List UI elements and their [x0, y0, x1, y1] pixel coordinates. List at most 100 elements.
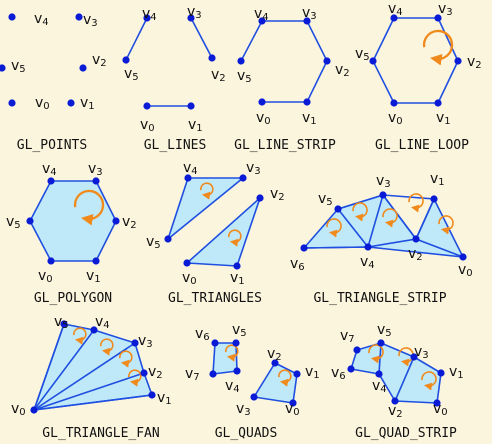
vertex-index: 2 [278, 192, 284, 203]
vertex-label: v5 [355, 46, 370, 63]
vertex-index: 0 [466, 268, 472, 279]
vertex-index: 0 [293, 407, 299, 418]
rotation-arrow-icon [382, 208, 398, 228]
vertex-dot [390, 14, 398, 22]
vertex-dot [164, 235, 172, 243]
vertex-letter: v [35, 95, 43, 111]
line-segment [190, 17, 213, 59]
triangle-strip-edges [303, 193, 464, 258]
vertex-letter: v [232, 322, 240, 338]
vertex-index: 1 [196, 123, 202, 134]
vertex-letter: v [188, 117, 196, 133]
vertex-dot [26, 217, 34, 225]
vertex-label: v5 [232, 322, 247, 339]
vertex-label: v1 [157, 390, 172, 407]
vertex-letter: v [187, 4, 195, 20]
vertex-dot [334, 205, 342, 213]
vertex-dot [412, 235, 420, 243]
vertex-dot [258, 17, 266, 25]
vertex-letter: v [302, 110, 310, 126]
vertex-index: 5 [385, 328, 391, 339]
vertex-dot [143, 14, 151, 22]
vertex-label: v2 [388, 403, 403, 420]
vertex-letter: v [372, 378, 380, 394]
vertex-dot [233, 262, 241, 270]
vertex-index: 2 [100, 58, 106, 69]
vertex-label: v3 [83, 12, 98, 29]
vertex-dot [377, 339, 385, 347]
vertex-letter: v [6, 214, 14, 230]
vertex-index: 0 [264, 116, 270, 127]
vertex-letter: v [360, 254, 368, 270]
vertex-label: v4 [225, 378, 240, 395]
vertex-letter: v [124, 66, 132, 82]
vertex-label: v2 [335, 62, 350, 79]
vertex-letter: v [225, 378, 233, 394]
vertex-letter: v [236, 401, 244, 417]
vertex-letter: v [438, 1, 446, 17]
vertex-dot [60, 320, 68, 328]
vertex-label: v4 [42, 161, 57, 178]
primitive-title: GL_TRIANGLE_STRIP [313, 291, 446, 306]
vertex-letter: v [83, 12, 91, 28]
vertex-dot [410, 353, 418, 361]
vertex-index: 0 [43, 101, 49, 112]
quad-face [253, 362, 298, 404]
vertex-dot [8, 13, 16, 21]
vertex-label: v1 [449, 364, 464, 381]
vertex-label: v3 [302, 5, 317, 22]
vertex-index: 4 [191, 166, 197, 177]
vertex-letter: v [388, 1, 396, 17]
vertex-letter: v [182, 270, 190, 286]
vertex-letter: v [54, 314, 62, 330]
vertex-dot [454, 57, 462, 65]
fan-edge [33, 329, 95, 411]
vertex-dot [79, 64, 87, 72]
vertex-index: 6 [339, 371, 345, 382]
triangle-face [186, 197, 261, 267]
vertex-index: 4 [396, 7, 402, 18]
rotation-arrow-icon [228, 229, 242, 247]
vertex-letter: v [88, 161, 96, 177]
vertex-index: 0 [441, 407, 447, 418]
vertex-dot [92, 177, 100, 185]
vertex-dot [239, 174, 247, 182]
vertex-index: 4 [262, 12, 268, 23]
vertex-dot [211, 339, 219, 347]
vertex-index: 6 [298, 262, 304, 273]
vertex-index: 5 [245, 74, 251, 85]
vertex-dot [369, 57, 377, 65]
vertex-label: v2 [211, 67, 226, 84]
vertex-letter: v [237, 68, 245, 84]
vertex-label: v5 [318, 191, 333, 208]
vertex-index: 0 [19, 407, 25, 418]
vertex-index: 4 [150, 12, 156, 23]
vertex-label: v5 [11, 58, 26, 75]
vertex-dot [293, 370, 301, 378]
vertex-label: v2 [92, 52, 107, 69]
vertex-index: 2 [130, 220, 136, 231]
rotation-arrow-icon [352, 202, 368, 222]
vertex-index: 2 [475, 60, 481, 71]
vertex-dot [353, 346, 361, 354]
vertex-index: 5 [19, 64, 25, 75]
vertex-letter: v [270, 186, 278, 202]
vertex-index: 5 [132, 72, 138, 83]
vertex-dot [459, 253, 467, 261]
vertex-letter: v [146, 234, 154, 250]
vertex-label: v3 [88, 161, 103, 178]
vertex-dot [233, 367, 241, 375]
vertex-letter: v [267, 346, 275, 362]
vertex-dot [0, 64, 6, 72]
vertex-index: 3 [91, 18, 97, 29]
vertex-index: 1 [438, 177, 444, 188]
vertex-label: v4 [372, 378, 387, 395]
vertex-dot [47, 257, 55, 265]
vertex-letter: v [458, 262, 466, 278]
vertex-dot [122, 56, 130, 64]
vertex-dot [364, 243, 372, 251]
vertex-index: 1 [238, 276, 244, 287]
vertex-letter: v [302, 5, 310, 21]
vertex-letter: v [335, 62, 343, 78]
vertex-label: v1 [305, 364, 320, 381]
